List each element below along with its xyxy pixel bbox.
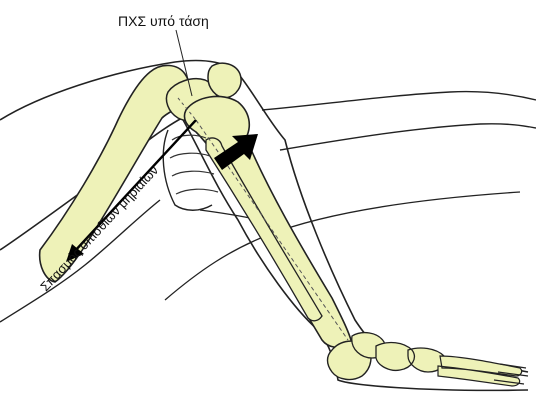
tibia-bone	[184, 96, 352, 347]
tarsal-bones	[376, 343, 445, 372]
pcl-dashed-line	[196, 120, 348, 340]
knee-crease-outline	[165, 192, 520, 300]
pcl-tension-label: ΠΧΣ υπό τάση	[118, 13, 209, 29]
